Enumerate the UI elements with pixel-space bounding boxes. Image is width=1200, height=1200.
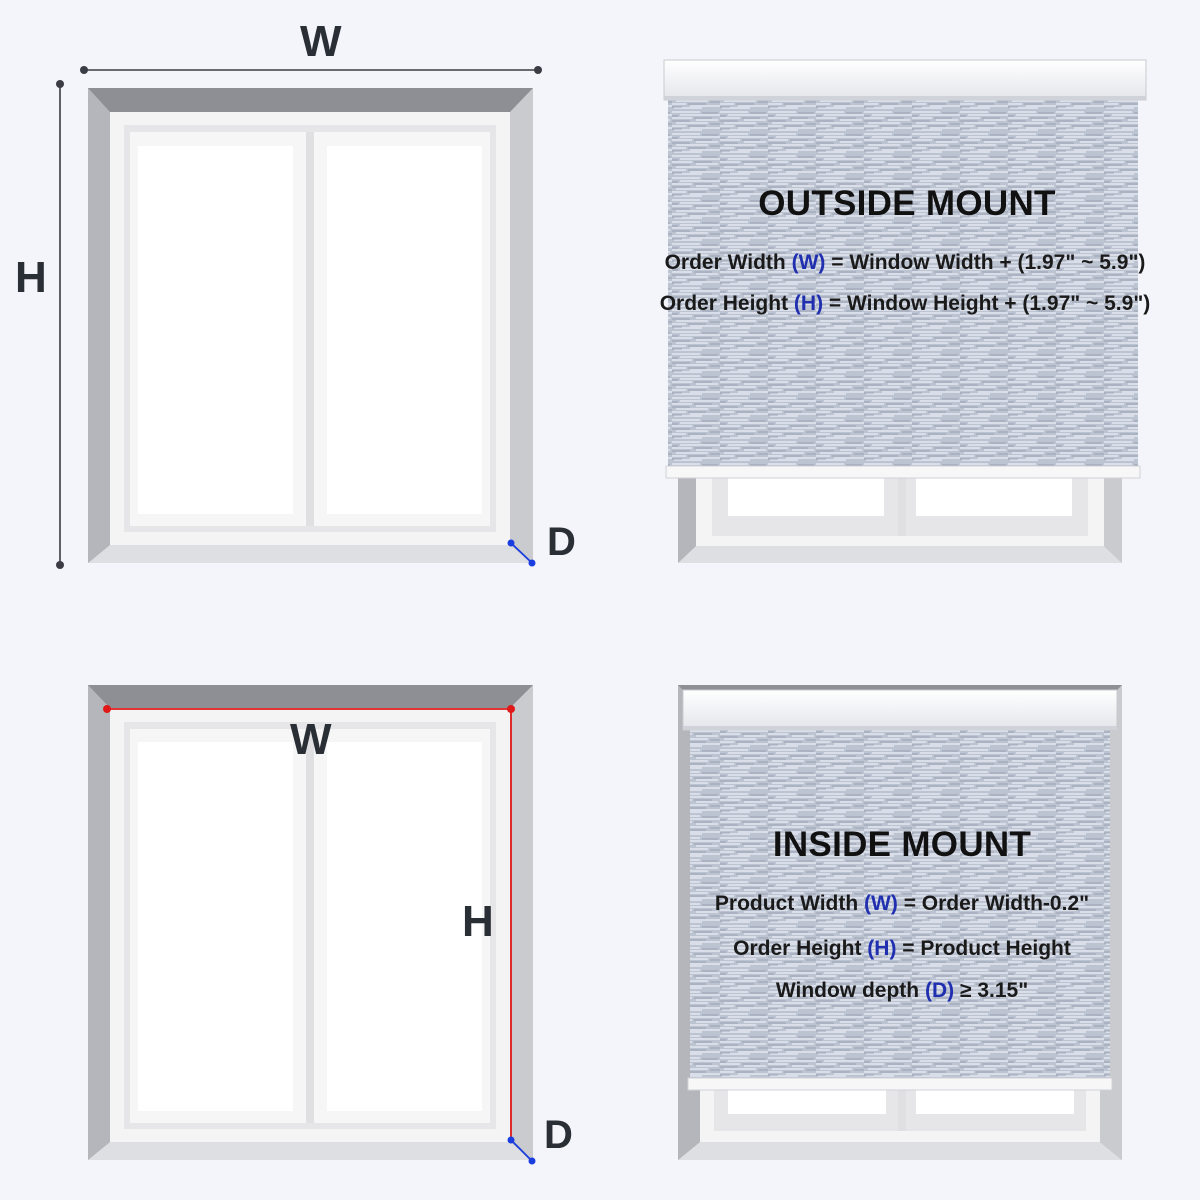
inside-height-label: H [462,897,494,946]
outside-mount-blind-fabric [668,98,1138,470]
inside-mount-bottom-rail [687,1077,1113,1091]
inside-window-depth-formula: Window depth (D) ≥ 3.15" [775,979,1029,1002]
outside-measure-window [88,88,533,563]
outside-mount-window [678,470,1122,563]
depth-variable: (D) [924,979,955,1002]
height-variable: (H) [793,292,824,315]
outside-mount-bottom-rail [665,465,1141,479]
outside-mount-title: OUTSIDE MOUNT [758,184,1056,223]
outside-width-label: W [300,17,342,66]
inside-depth-label: D [544,1113,573,1157]
outside-mount-cassette [663,59,1147,101]
width-variable: (W) [864,892,898,915]
inside-depth-measure-line [507,1136,536,1165]
inside-measure-window [88,685,533,1160]
outside-order-height-formula: Order Height (H) = Window Height + (1.97… [659,292,1151,315]
width-variable: (W) [791,251,826,274]
outside-height-label: H [15,253,47,302]
outside-depth-label: D [547,520,576,564]
inside-product-width-formula: Product Width (W) = Order Width-0.2" [714,892,1090,915]
outside-depth-measure-line [507,539,536,567]
outside-width-measure-line [80,66,542,74]
outside-height-measure-line [56,80,64,569]
inside-order-height-formula: Order Height (H) = Product Height [733,937,1071,960]
inside-mount-cassette [682,689,1118,731]
inside-mount-blind-fabric [690,728,1110,1088]
height-variable: (H) [867,937,897,960]
inside-width-label: W [290,715,332,764]
outside-order-width-formula: Order Width (W) = Window Width + (1.97" … [664,251,1146,274]
inside-mount-title: INSIDE MOUNT [772,825,1032,864]
